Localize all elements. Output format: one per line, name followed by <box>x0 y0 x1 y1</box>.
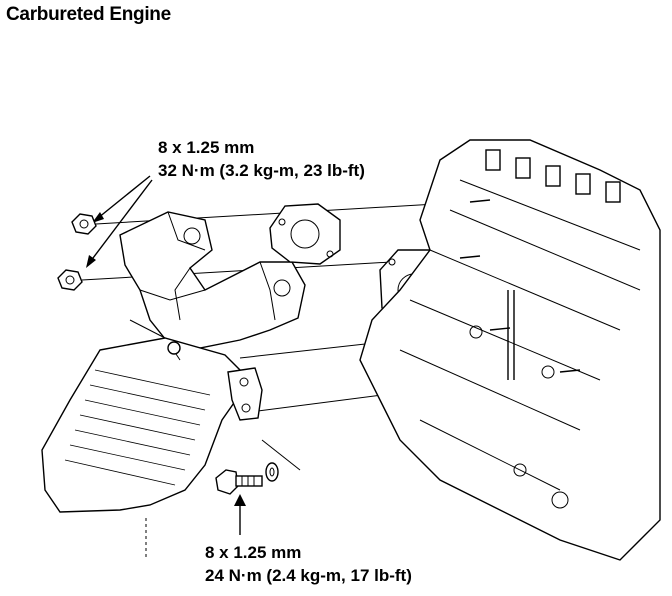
bolt-callout-arrow <box>234 494 246 535</box>
exhaust-gasket-upper <box>269 203 341 265</box>
nut-callout-arrows <box>86 175 153 268</box>
bolt-size-label: 8 x 1.25 mm <box>205 543 302 562</box>
bolt-torque-label: 24 N·m (2.4 kg-m, 17 lb-ft) <box>205 566 412 585</box>
bracket <box>227 367 263 421</box>
washer-alignment-line <box>261 439 301 471</box>
exhaust-studs <box>459 199 581 373</box>
diagram-title: Carbureted Engine <box>6 4 171 25</box>
bolt-torque-callout: 8 x 1.25 mm 24 N·m (2.4 kg-m, 17 lb-ft) <box>205 541 412 587</box>
mounting-bolt <box>215 469 263 495</box>
catalytic-converter <box>41 319 251 513</box>
upper-nut <box>71 213 97 235</box>
engine-block <box>359 139 661 561</box>
nut-size-label: 8 x 1.25 mm <box>158 138 255 157</box>
nut-torque-callout: 8 x 1.25 mm 32 N·m (3.2 kg-m, 23 lb-ft) <box>158 136 365 182</box>
washer <box>265 462 279 482</box>
nut-torque-label: 32 N·m (3.2 kg-m, 23 lb-ft) <box>158 161 365 180</box>
exhaust-manifold <box>119 211 306 349</box>
lower-nut <box>57 269 83 291</box>
